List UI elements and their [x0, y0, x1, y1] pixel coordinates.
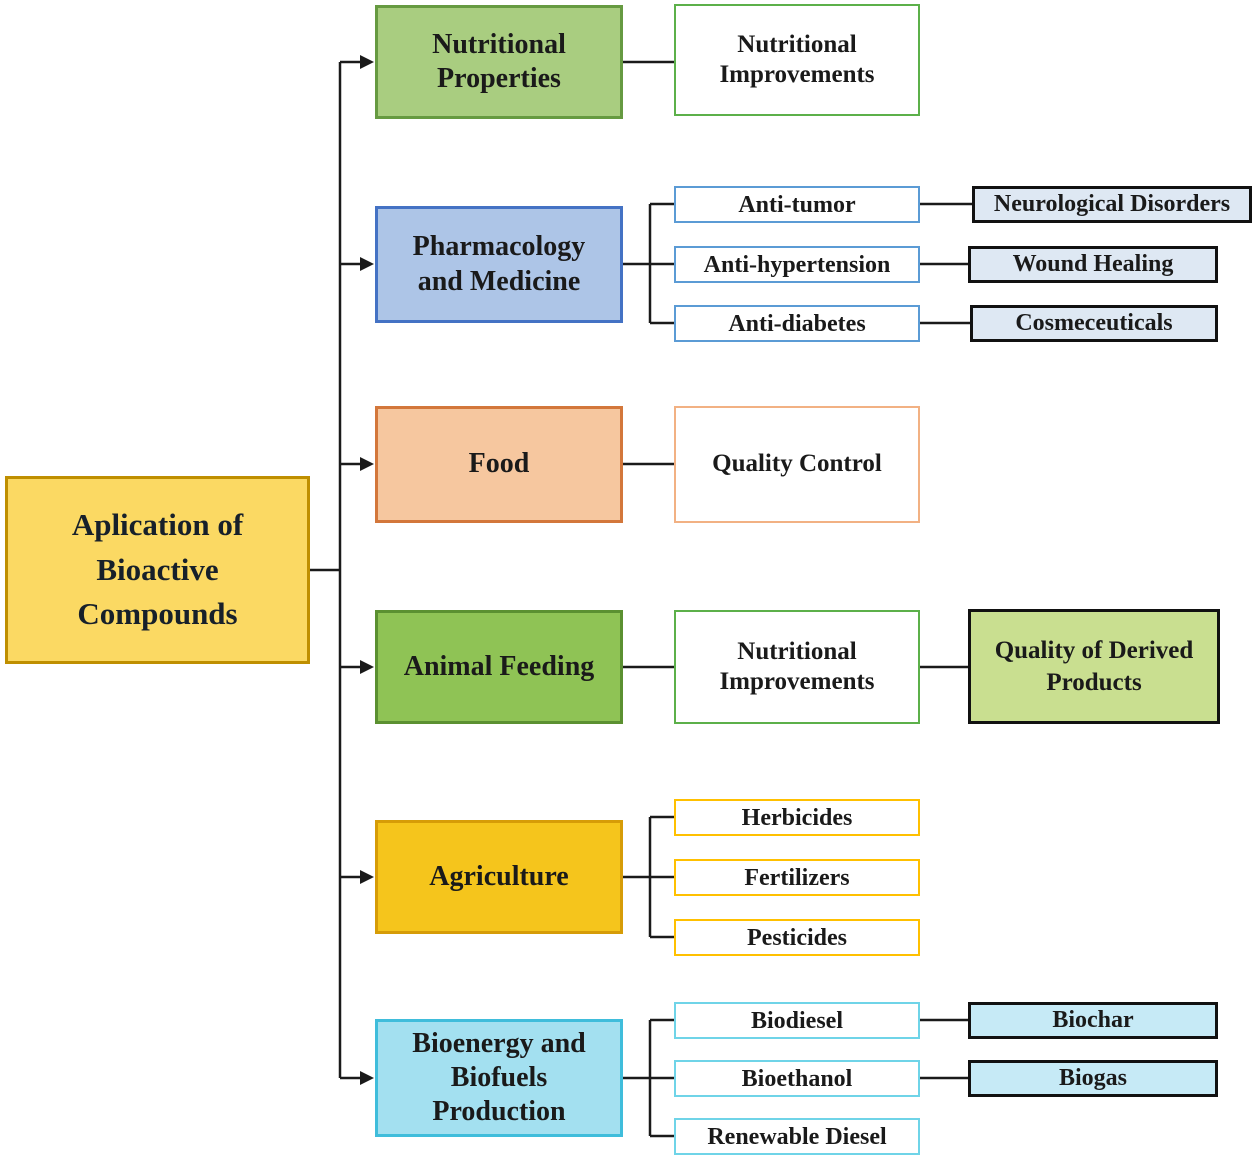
- category-animal-feeding: Animal Feeding: [375, 610, 623, 724]
- node-cosmeceuticals: Cosmeceuticals: [970, 305, 1218, 342]
- arrow-icon: [360, 870, 374, 884]
- node-wound-healing: Wound Healing: [968, 246, 1218, 283]
- node-anti-diabetes: Anti-diabetes: [674, 305, 920, 342]
- node-anti-hypertension: Anti-hypertension: [674, 246, 920, 283]
- node-bioethanol: Bioethanol: [674, 1060, 920, 1097]
- node-quality-derived-products: Quality of Derived Products: [968, 609, 1220, 724]
- category-pharmacology-medicine: Pharmacology and Medicine: [375, 206, 623, 323]
- node-biogas: Biogas: [968, 1060, 1218, 1097]
- node-herbicides: Herbicides: [674, 799, 920, 836]
- node-animal-nutritional-improvements: Nutritional Improvements: [674, 610, 920, 724]
- node-anti-tumor: Anti-tumor: [674, 186, 920, 223]
- category-bioenergy-biofuels: Bioenergy and Biofuels Production: [375, 1019, 623, 1137]
- node-fertilizers: Fertilizers: [674, 859, 920, 896]
- arrowhead-icons: [360, 55, 374, 1085]
- category-nutritional-properties: Nutritional Properties: [375, 5, 623, 119]
- node-pesticides: Pesticides: [674, 919, 920, 956]
- arrow-icon: [360, 1071, 374, 1085]
- node-biochar: Biochar: [968, 1002, 1218, 1039]
- node-quality-control: Quality Control: [674, 406, 920, 523]
- node-biodiesel: Biodiesel: [674, 1002, 920, 1039]
- arrow-icon: [360, 660, 374, 674]
- arrow-icon: [360, 257, 374, 271]
- arrow-icon: [360, 55, 374, 69]
- root-node: Aplication of Bioactive Compounds: [5, 476, 310, 664]
- category-food: Food: [375, 406, 623, 523]
- node-nutritional-improvements: Nutritional Improvements: [674, 4, 920, 116]
- category-agriculture: Agriculture: [375, 820, 623, 934]
- node-neurological-disorders: Neurological Disorders: [972, 186, 1252, 223]
- node-renewable-diesel: Renewable Diesel: [674, 1118, 920, 1155]
- arrow-icon: [360, 457, 374, 471]
